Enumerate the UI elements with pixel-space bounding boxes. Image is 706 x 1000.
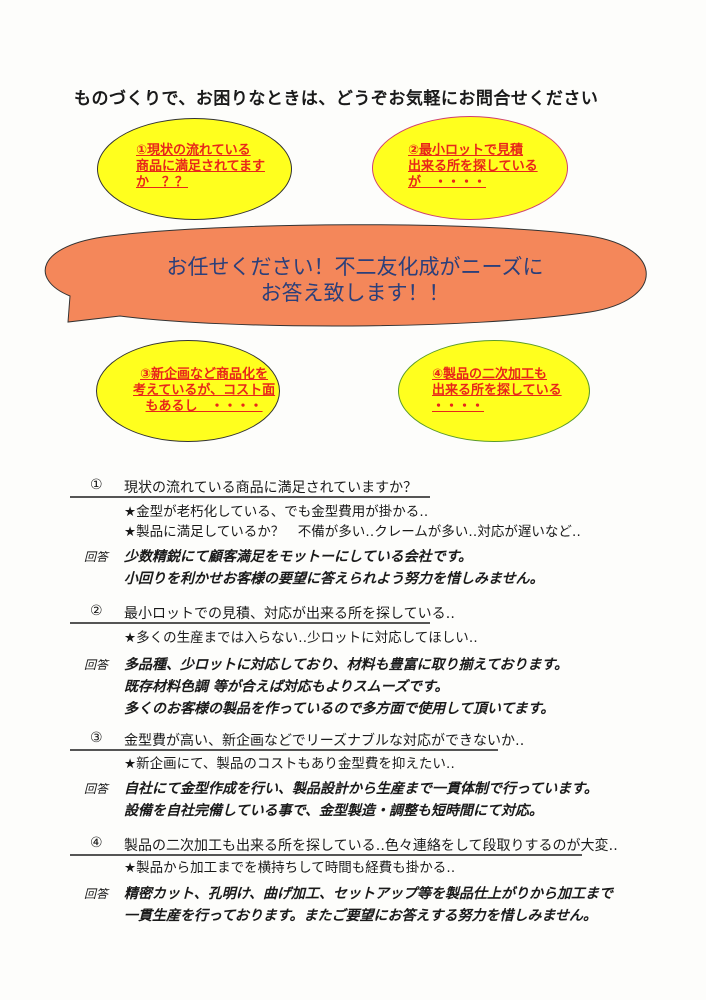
bubble-line: ④製品の二次加工も (432, 367, 548, 382)
section-1-answer: 少数精鋭にて顧客満足をモットーにしている会社です。 (124, 549, 473, 565)
section-2-answer: 既存材料色調 等が合えば対応もよりスムーズです。 (124, 679, 449, 695)
bubble-4 (398, 340, 590, 442)
bubble-1 (97, 118, 292, 220)
divider (70, 749, 498, 751)
callout-line: お答え致します！！ (260, 281, 450, 305)
bubble-line: ・・・・ (432, 399, 485, 414)
section-3-question: 金型費が高い、新企画などでリーズナブルな対応ができないか‥ (124, 733, 525, 749)
answer-label: 回答 (84, 782, 109, 796)
section-2-answer: 多くのお客様の製品を作っているので多方面で使用して頂いてます。 (124, 701, 555, 717)
section-3-number: ③ (90, 730, 103, 746)
bubble-line: ②最小ロットで見積 (408, 143, 524, 158)
bubble-3 (96, 340, 280, 442)
callout-line: お任せください！不二友化成がニーズに (166, 255, 544, 279)
answer-label: 回答 (84, 550, 109, 564)
section-1-note: ★製品に満足しているか？ 不備が多い‥クレームが多い‥対応が遅いなど‥ (124, 524, 581, 540)
bubble-1-text: ①現状の流れている 商品に満足されてます か ？？ (136, 143, 265, 191)
section-2-number: ② (90, 603, 103, 619)
section-2-question: 最小ロットでの見積、対応が出来る所を探している‥ (124, 606, 455, 622)
bubble-line: 商品に満足されてます (136, 159, 265, 174)
section-1-question: 現状の流れている商品に満足されていますか？ (124, 480, 418, 496)
bubble-line: 考えているが、コスト面 (133, 383, 276, 398)
callout-text: お任せください！不二友化成がニーズに お答え致します！！ (60, 254, 650, 306)
section-1-note: ★金型が老朽化している、でも金型費用が掛かる‥ (124, 504, 429, 520)
bubble-line: 出来る所を探している (408, 159, 538, 174)
section-3-answer: 設備を自社完備している事で、金型製造・調整も短時間にて対応。 (124, 803, 544, 819)
bubble-line: もあるし ・・・・ (145, 399, 263, 414)
bubble-3-text: ③新企画など商品化を 考えているが、コスト面 もあるし ・・・・ (133, 367, 275, 415)
divider (70, 622, 430, 624)
section-4-answer: 一貫生産を行っております。またご要望にお答えする努力を惜しみません。 (124, 908, 598, 924)
divider (70, 496, 430, 498)
bubble-line: が ・・・・ (408, 175, 487, 190)
section-4-question: 製品の二次加工も出来る所を探している‥色々連絡をして段取りするのが大変‥ (124, 838, 618, 854)
bubble-4-text: ④製品の二次加工も 出来る所を探している ・・・・ (432, 367, 562, 415)
bubble-line: 出来る所を探している (432, 383, 562, 398)
divider (70, 854, 582, 856)
section-1-number: ① (90, 477, 103, 493)
bubble-line: ①現状の流れている (136, 143, 251, 158)
bubble-2 (372, 116, 568, 220)
section-4-number: ④ (90, 835, 103, 851)
section-2-note: ★多くの生産までは入らない‥少ロットに対応してほしい‥ (124, 630, 478, 646)
bubble-line: か ？？ (136, 175, 189, 190)
section-4-answer: 精密カット、孔明け、曲げ加工、セットアップ等を製品仕上がりから加工まで (124, 886, 614, 902)
bubble-2-text: ②最小ロットで見積 出来る所を探している が ・・・・ (408, 143, 538, 191)
page-title: ものづくりで、お困りなときは、どうぞお気軽にお問合せください (74, 89, 599, 109)
answer-label: 回答 (84, 887, 109, 901)
section-4-note: ★製品から加工までを横持ちして時間も経費も掛かる‥ (124, 860, 456, 876)
section-1-answer: 小回りを利かせお客様の要望に答えられよう努力を惜しみません。 (124, 571, 544, 587)
section-3-answer: 自社にて金型作成を行い、製品設計から生産まで一貫体制で行っています。 (124, 781, 598, 797)
section-2-answer: 多品種、少ロットに対応しており、材料も豊富に取り揃えております。 (124, 657, 569, 673)
answer-label: 回答 (84, 658, 109, 672)
section-3-note: ★新企画にて、製品のコストもあり金型費を抑えたい‥ (124, 756, 455, 772)
bubble-line: ③新企画など商品化を (140, 367, 269, 382)
